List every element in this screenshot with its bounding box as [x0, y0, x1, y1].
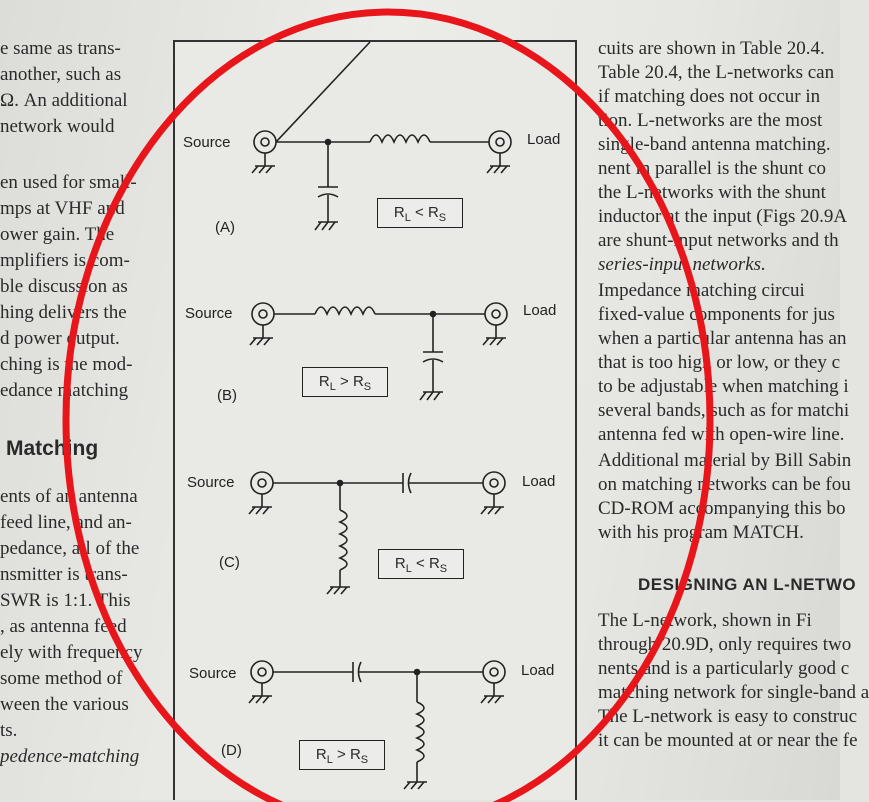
load-label: Load	[527, 131, 561, 148]
text-line: tion. L-networks are the most	[598, 110, 823, 131]
figure-l-networks: Source Load (A) RL < RS Source Load (B) …	[173, 40, 577, 800]
text-line: on matching networks can be fou	[598, 474, 851, 495]
text-line: ching is the mod-	[0, 354, 133, 375]
text-line: some method of	[0, 668, 123, 689]
text-line: Impedance matching circui	[598, 280, 805, 301]
text-line: inductor at the input (Figs 20.9A	[598, 206, 848, 227]
text-line: the L-networks with the shunt	[598, 182, 826, 203]
text-line: The L-network, shown in Fi	[598, 610, 812, 631]
text-line: nent in parallel is the shunt co	[598, 158, 826, 179]
text-line: pedance, all of the	[0, 538, 140, 559]
text-line: The L-network is easy to construc	[598, 706, 858, 727]
load-label: Load	[522, 473, 556, 490]
text-line: to be adjustable when matching i	[598, 376, 849, 397]
text-line: , as antenna feed	[0, 616, 127, 637]
text-line: several bands, such as for matchi	[598, 400, 850, 421]
figure-tag: (D)	[221, 742, 242, 759]
source-label: Source	[189, 665, 237, 682]
text-line: antenna fed with open-wire line.	[598, 424, 845, 445]
text-line: are shunt-input networks and th	[598, 230, 839, 251]
text-line: that is too high or low, or they c	[598, 352, 841, 373]
text-line: Ω. An additional	[0, 90, 128, 111]
source-label: Source	[187, 474, 235, 491]
text-line: if matching does not occur in	[598, 86, 821, 107]
section-heading: DESIGNING AN L-NETWO	[638, 575, 857, 594]
text-line: Additional material by Bill Sabin	[598, 450, 852, 471]
text-line: with his program MATCH.	[598, 522, 804, 543]
text-line: en used for small-	[0, 172, 137, 193]
text-line: edance matching	[0, 380, 129, 401]
text-line: Table 20.4, the L-networks can	[598, 62, 835, 83]
figure-tag: (C)	[219, 554, 240, 571]
text-line: when a particular antenna has an	[598, 328, 847, 349]
text-line: CD-ROM accompanying this bo	[598, 498, 846, 519]
text-line: e same as trans-	[0, 38, 121, 59]
condition-box: RL < RS	[377, 198, 463, 228]
text-line: nsmitter is trans-	[0, 564, 128, 585]
text-line: mplifiers is com-	[0, 250, 130, 271]
text-line: it can be mounted at or near the fe	[598, 730, 858, 751]
text-line: through 20.9D, only requires two	[598, 634, 852, 655]
text-line: ower gain. The	[0, 224, 115, 245]
text-line: single-band antenna matching.	[598, 134, 831, 155]
section-heading: Matching	[6, 437, 99, 460]
text-line: ts.	[0, 720, 18, 741]
text-line: feed line, and an-	[0, 512, 132, 533]
source-label: Source	[185, 305, 233, 322]
text-line: ents of an antenna	[0, 486, 138, 507]
figure-tag: (A)	[215, 219, 235, 236]
text-line: SWR is 1:1. This	[0, 590, 131, 611]
figure-tag: (B)	[217, 387, 237, 404]
right-text-column: cuits are shown in Table 20.4. Table 20.…	[598, 38, 869, 800]
circuit-c	[248, 471, 506, 595]
load-label: Load	[521, 662, 555, 679]
text-line: network would	[0, 116, 115, 137]
text-line: hing delivers the	[0, 302, 127, 323]
text-line: fixed-value components for jus	[598, 304, 835, 325]
text-line: mps at VHF and	[0, 198, 125, 219]
text-line: another, such as	[0, 64, 122, 85]
load-label: Load	[523, 302, 557, 319]
text-line: matching network for single-band a	[598, 682, 869, 703]
text-line: ely with frequency	[0, 642, 143, 663]
condition-box: RL > RS	[302, 367, 388, 397]
source-label: Source	[183, 134, 231, 151]
text-line: ble discussion as	[0, 276, 128, 297]
text-line: pedence-matching	[0, 746, 140, 767]
text-line: d power output.	[0, 328, 120, 349]
text-line: series-input networks.	[598, 254, 766, 275]
text-line: nents and is a particularly good c	[598, 658, 850, 679]
text-line: ween the various	[0, 694, 129, 715]
condition-box: RL < RS	[378, 549, 464, 579]
text-line: cuits are shown in Table 20.4.	[598, 38, 825, 59]
condition-box: RL > RS	[299, 740, 385, 770]
circuit-diagrams	[248, 41, 512, 790]
